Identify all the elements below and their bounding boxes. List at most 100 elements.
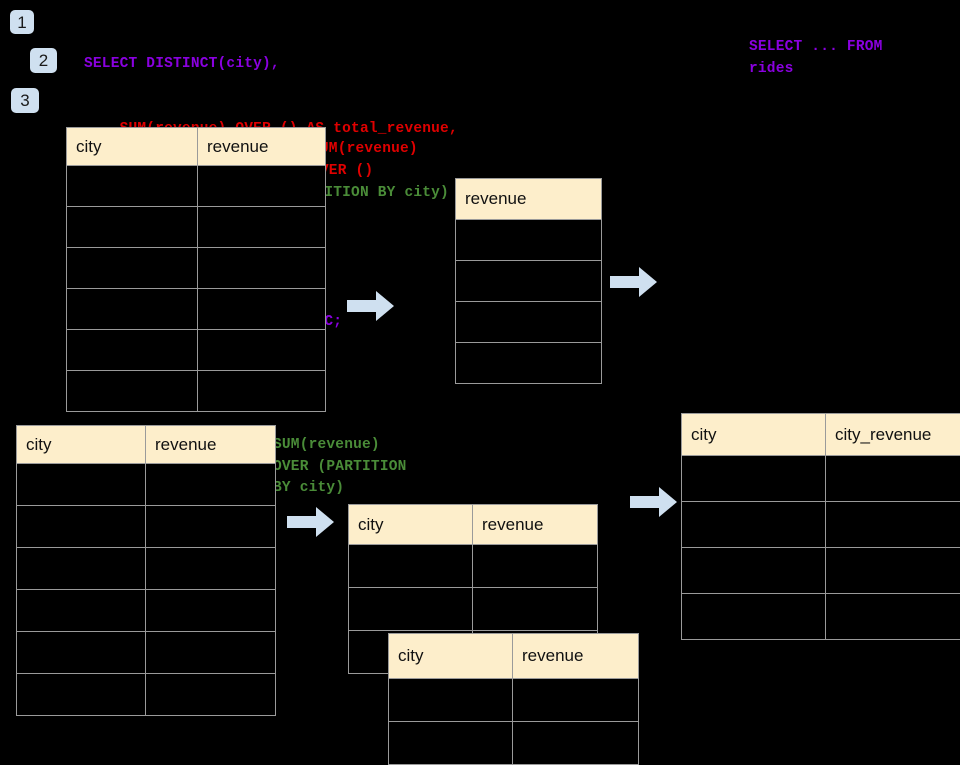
cell-revenue [146, 506, 276, 548]
cell-revenue [198, 371, 326, 412]
rides-source-table-top: city revenue [66, 127, 326, 412]
cell-city-revenue [826, 594, 960, 640]
table-row [349, 545, 598, 588]
table-row [349, 588, 598, 631]
column-header-revenue: revenue [513, 634, 639, 679]
cell-city [17, 674, 146, 716]
cell-city [67, 207, 198, 248]
diagram-canvas: 1 2 3 SELECT DISTINCT(city), SUM(revenue… [0, 0, 960, 720]
table-header-row: city revenue [349, 505, 598, 545]
table-row [67, 166, 326, 207]
cell-revenue [198, 166, 326, 207]
cell-revenue [513, 679, 639, 722]
table-row [456, 261, 602, 302]
column-header-revenue: revenue [456, 179, 602, 220]
rides-source-table-bottom: city revenue [16, 425, 276, 716]
column-header-city: city [682, 414, 826, 456]
column-header-city: city [17, 426, 146, 464]
table-header-row: city revenue [17, 426, 276, 464]
arrow-source-to-total-icon [347, 291, 394, 321]
cell-city [67, 166, 198, 207]
cell-revenue [146, 674, 276, 716]
column-header-city: city [349, 505, 473, 545]
sql-line-1: SELECT DISTINCT(city), [84, 54, 591, 76]
arrow-partition-to-result-icon [630, 487, 677, 517]
cell-city [349, 545, 473, 588]
step-badge-3-label: 3 [20, 92, 29, 109]
table-row [456, 343, 602, 384]
table-row [17, 506, 276, 548]
cell-city [17, 506, 146, 548]
cell-revenue [456, 343, 602, 384]
city-revenue-result-table: city city_revenue [681, 413, 960, 640]
table-row [682, 502, 960, 548]
cell-city [682, 594, 826, 640]
column-header-revenue: revenue [146, 426, 276, 464]
cell-city [67, 248, 198, 289]
cell-city [682, 456, 826, 502]
table-row [17, 674, 276, 716]
cell-city [67, 330, 198, 371]
cell-revenue [198, 330, 326, 371]
table-row [67, 330, 326, 371]
column-header-city-revenue: city_revenue [826, 414, 960, 456]
partition-group-table-b: city revenue [388, 633, 639, 765]
annotation-select-from-rides: SELECT ... FROM rides [749, 37, 883, 80]
cell-city [67, 289, 198, 330]
column-header-city: city [389, 634, 513, 679]
cell-revenue [473, 545, 598, 588]
table-header-row: city city_revenue [682, 414, 960, 456]
table-row [682, 456, 960, 502]
total-revenue-table: revenue [455, 178, 602, 384]
cell-revenue [146, 548, 276, 590]
step-badge-3: 3 [11, 88, 39, 113]
cell-city-revenue [826, 502, 960, 548]
cell-revenue [146, 632, 276, 674]
table-row [682, 548, 960, 594]
column-header-revenue: revenue [198, 128, 326, 166]
cell-revenue [198, 248, 326, 289]
cell-city [389, 722, 513, 765]
cell-revenue [198, 289, 326, 330]
cell-city [682, 548, 826, 594]
annotation-over-empty: SUM(revenue) OVER () [311, 139, 418, 182]
column-header-revenue: revenue [473, 505, 598, 545]
table-header-row: city revenue [67, 128, 326, 166]
cell-revenue [473, 588, 598, 631]
cell-revenue [456, 302, 602, 343]
cell-revenue [513, 722, 639, 765]
cell-revenue [456, 220, 602, 261]
table-row [67, 289, 326, 330]
step-badge-2-label: 2 [39, 52, 48, 69]
table-row [67, 248, 326, 289]
arrow-total-to-result-icon [610, 267, 657, 297]
arrow-source-to-partition-icon [287, 507, 334, 537]
step-badge-1: 1 [10, 10, 34, 34]
step-badge-2: 2 [30, 48, 57, 73]
cell-city [17, 590, 146, 632]
cell-city [389, 679, 513, 722]
cell-city [17, 632, 146, 674]
table-row [389, 679, 639, 722]
table-row [67, 207, 326, 248]
cell-city [17, 548, 146, 590]
cell-revenue [198, 207, 326, 248]
cell-revenue [146, 464, 276, 506]
cell-city-revenue [826, 456, 960, 502]
cell-city [682, 502, 826, 548]
annotation-partition-by-city: SUM(revenue) OVER (PARTITION BY city) [273, 435, 407, 500]
table-row [67, 371, 326, 412]
step-badge-1-label: 1 [17, 14, 26, 31]
cell-city [67, 371, 198, 412]
table-row [17, 632, 276, 674]
table-row [456, 302, 602, 343]
table-row [17, 590, 276, 632]
cell-city [349, 588, 473, 631]
table-row [17, 464, 276, 506]
column-header-city: city [67, 128, 198, 166]
cell-revenue [456, 261, 602, 302]
cell-city [17, 464, 146, 506]
table-row [456, 220, 602, 261]
table-row [682, 594, 960, 640]
table-header-row: city revenue [389, 634, 639, 679]
